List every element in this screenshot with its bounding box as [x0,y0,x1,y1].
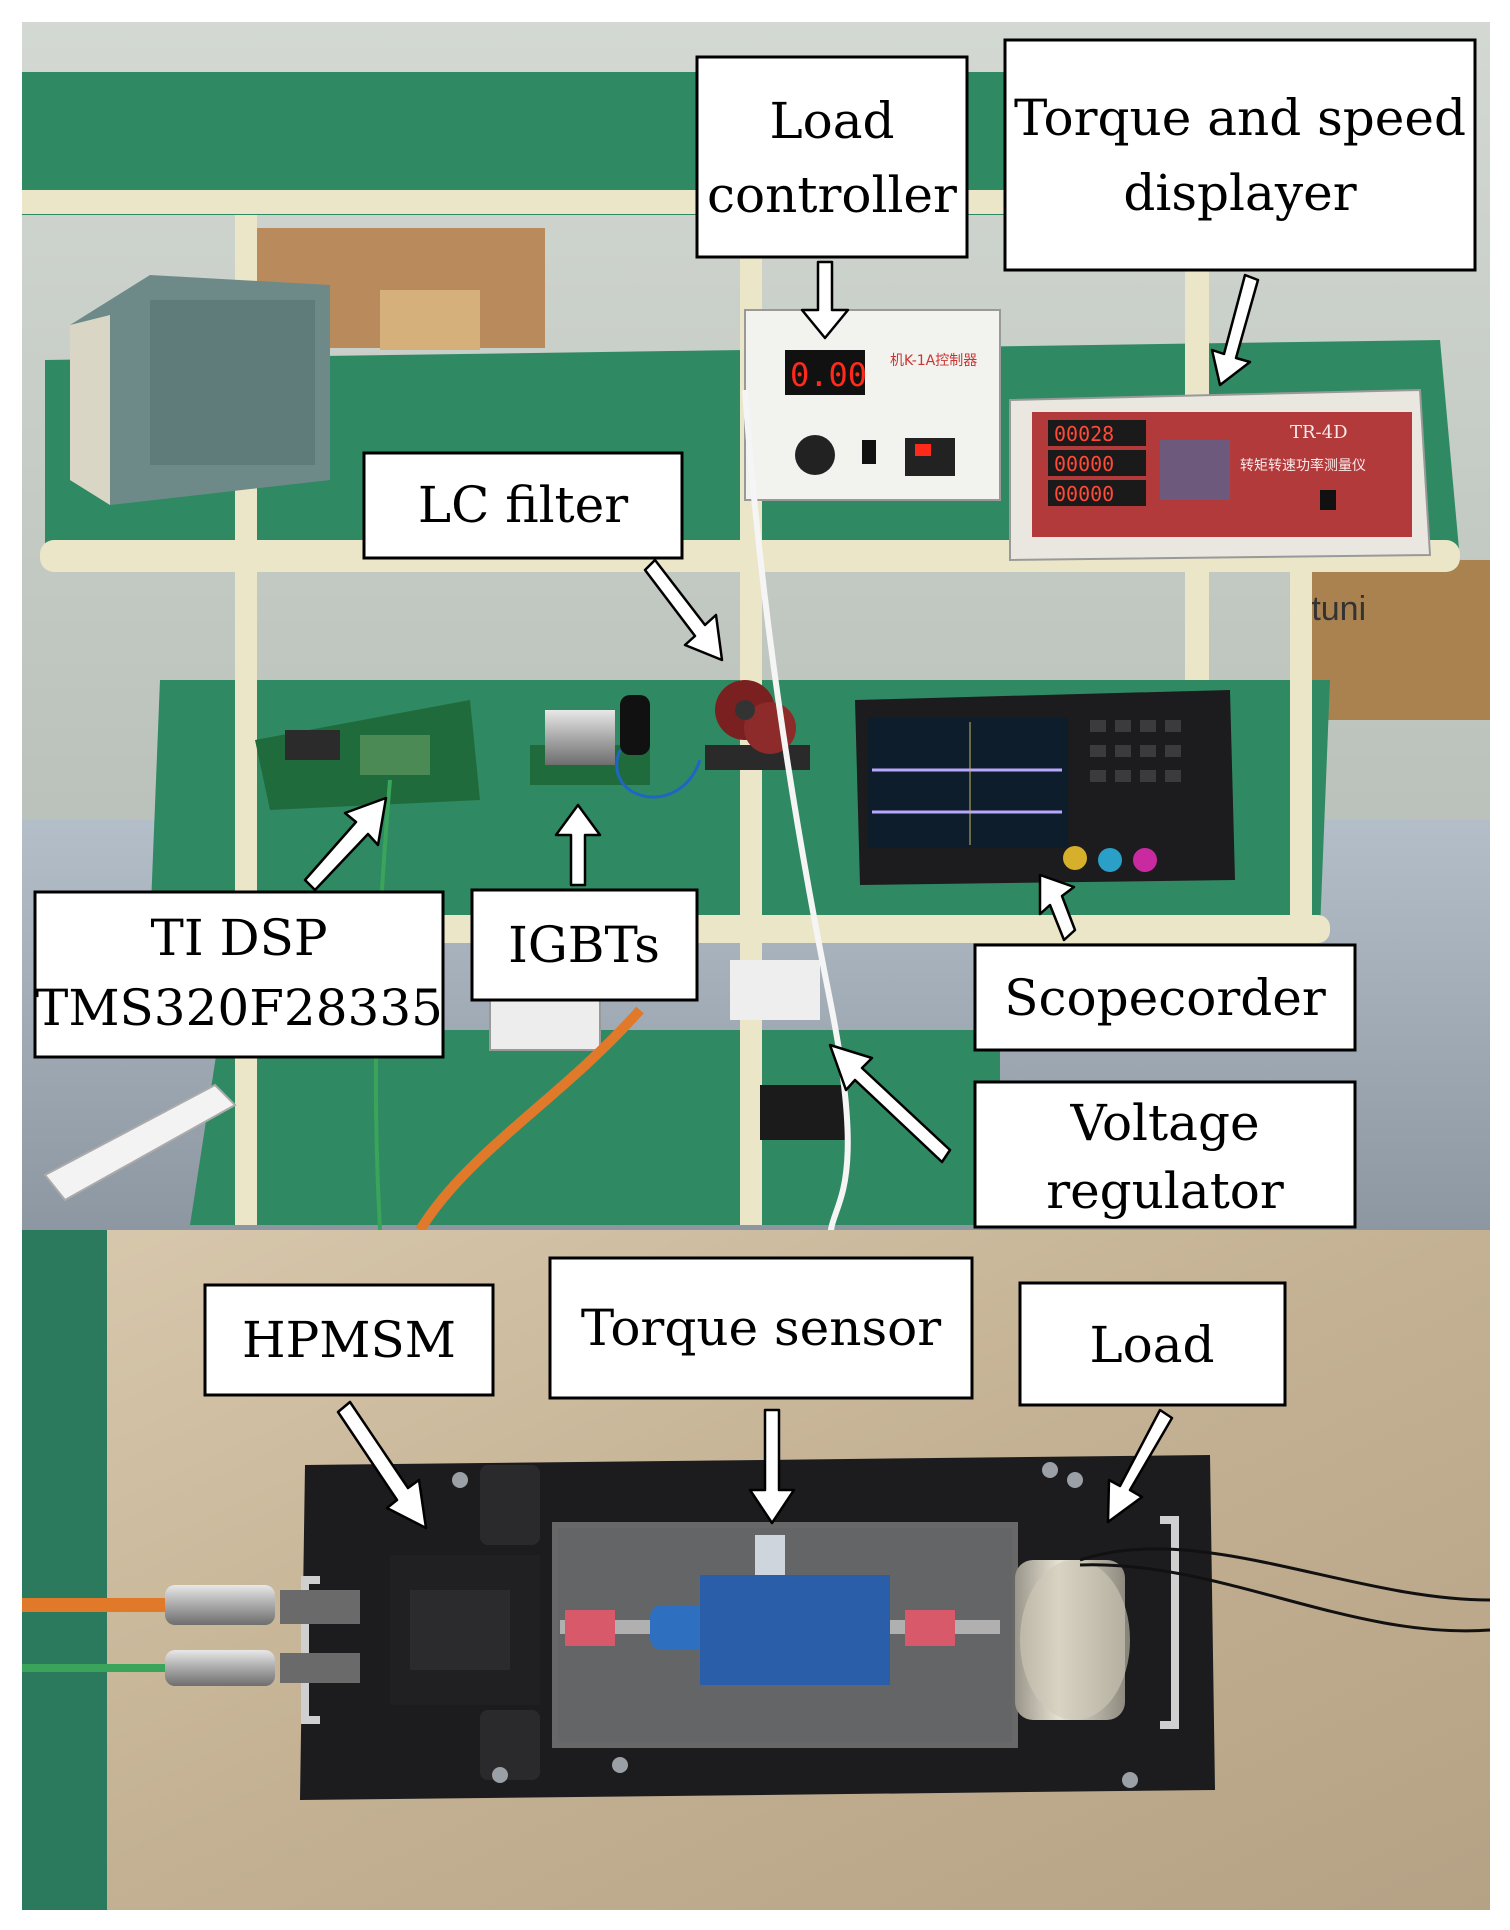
label-ti-dsp-line1: TI DSP [151,909,328,967]
label-load-controller: Load controller [695,55,969,259]
label-hpmsm: HPMSM [203,1283,495,1397]
arrow-voltage-regulator [828,1043,952,1164]
label-load-text: Load [1089,1316,1214,1374]
label-lc-filter-text: LC filter [418,476,628,534]
arrow-scopecorder [1038,873,1077,942]
label-igbts: IGBTs [470,888,699,1002]
bench-power-supply [489,994,601,1051]
label-torque-speed-line2: displayer [1123,164,1356,222]
arrow-load-controller [800,260,850,340]
motor-device [165,1465,540,1780]
arrow-torque-displayer [1210,273,1260,387]
white-cable [742,389,851,1241]
torque-sensor-device [552,1522,1018,1748]
label-load-controller-line2: controller [707,166,957,224]
torque-speed-display-device: 00028 00000 00000 TR-4D 转矩转速功率测量仪 [1009,388,1432,562]
label-torque-speed-displayer: Torque and speed displayer [1003,38,1477,272]
load-controller-device: 0.00 机K-1A控制器 [744,309,1001,501]
annotation-arrows [303,260,1260,1530]
label-igbts-text: IGBTs [508,916,660,974]
label-torque-sensor: Torque sensor [548,1256,974,1400]
controller-readout-text: 0.00 [790,356,867,394]
arrow-load [1106,1408,1174,1524]
voltage-regulator-device [730,960,845,1140]
label-scopecorder: Scopecorder [973,943,1357,1052]
label-scopecorder-text: Scopecorder [1004,969,1326,1027]
label-hpmsm-text: HPMSM [242,1311,456,1369]
displayer-readout-1: 00028 [1054,422,1114,446]
arrow-torque-sensor [748,1408,796,1525]
label-load: Load [1018,1281,1287,1407]
orange-cable [415,1006,644,1233]
label-torque-sensor-text: Torque sensor [581,1299,941,1357]
label-ti-dsp: TI DSP TMS320F28335 [33,890,445,1059]
arrow-lc-filter [643,558,724,662]
arrow-igbts [554,803,602,887]
load-device [1015,1516,1179,1729]
dsp-board [255,700,480,810]
lc-filter-device [705,680,810,770]
label-voltage-regulator: Voltage regulator [973,1080,1357,1229]
label-load-controller-line1: Load [769,92,894,150]
label-ti-dsp-line2: TMS320F28335 [35,979,443,1037]
displayer-model-text: TR-4D [1290,422,1348,443]
label-lc-filter: LC filter [362,451,684,560]
label-torque-speed-line1: Torque and speed [1014,89,1466,147]
igbt-board [530,695,650,785]
blue-cable [615,749,702,799]
displayer-title-text: 转矩转速功率测量仪 [1240,457,1366,474]
grey-instrument [70,275,330,505]
controller-model-text: 机K-1A控制器 [890,353,977,369]
rig-black-cable [1079,1547,1491,1602]
power-strip [43,1083,237,1202]
displayer-readout-3: 00000 [1054,482,1114,506]
arrow-ti-dsp [303,796,388,892]
label-voltage-regulator-line1: Voltage [1069,1094,1259,1152]
displayer-readout-2: 00000 [1054,452,1114,476]
scopecorder-device [855,690,1235,885]
arrow-hpmsm [336,1400,428,1530]
label-voltage-regulator-line2: regulator [1046,1162,1284,1220]
